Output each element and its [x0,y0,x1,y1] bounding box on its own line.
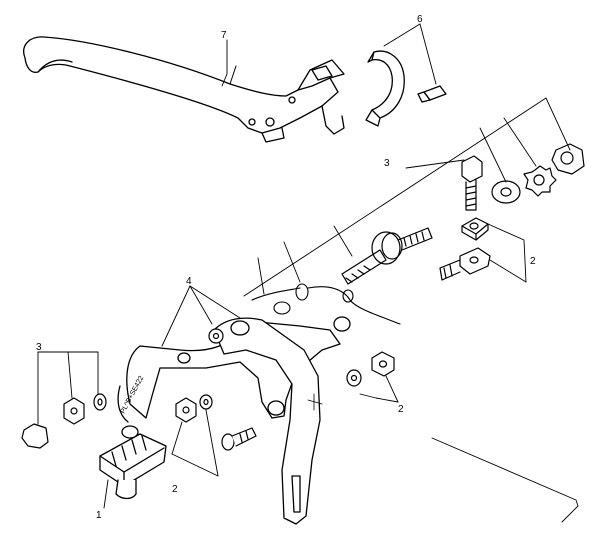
callout-2-right-mid: 2 [530,256,536,267]
brake-lever [23,36,345,143]
hex-nut-left [63,397,85,425]
caliper-arm-rear [213,317,323,525]
callout-1: 1 [96,510,102,521]
cable-anchor [439,247,491,281]
callout-2-right: 2 [398,404,404,415]
lock-washer [523,165,557,197]
cable-adjuster-bolt [341,227,433,285]
washer-spring-pivot [208,328,224,344]
callout-6: 6 [417,14,423,25]
washer-left [93,393,107,411]
shoe-bolt [221,427,257,451]
return-spring [251,283,401,325]
square-nut [461,217,489,241]
hex-nut-arm [175,397,197,423]
washer-arm [199,394,213,410]
callout-lines [37,23,579,523]
pivot-bolt [461,155,483,211]
callout-3-nuts: 3 [36,342,42,353]
lever-clamp [365,50,447,127]
callout-4: 4 [186,276,192,287]
acorn-nut [551,143,585,175]
cap-nut-left [21,423,49,449]
washer-right [346,369,362,387]
callout-7: 7 [221,30,227,41]
callout-2-lower: 2 [172,484,178,495]
callout-3-cable: 3 [384,158,390,169]
hex-nut-right [371,351,395,377]
brake-shoe [99,425,167,500]
washer-thick [491,180,521,204]
